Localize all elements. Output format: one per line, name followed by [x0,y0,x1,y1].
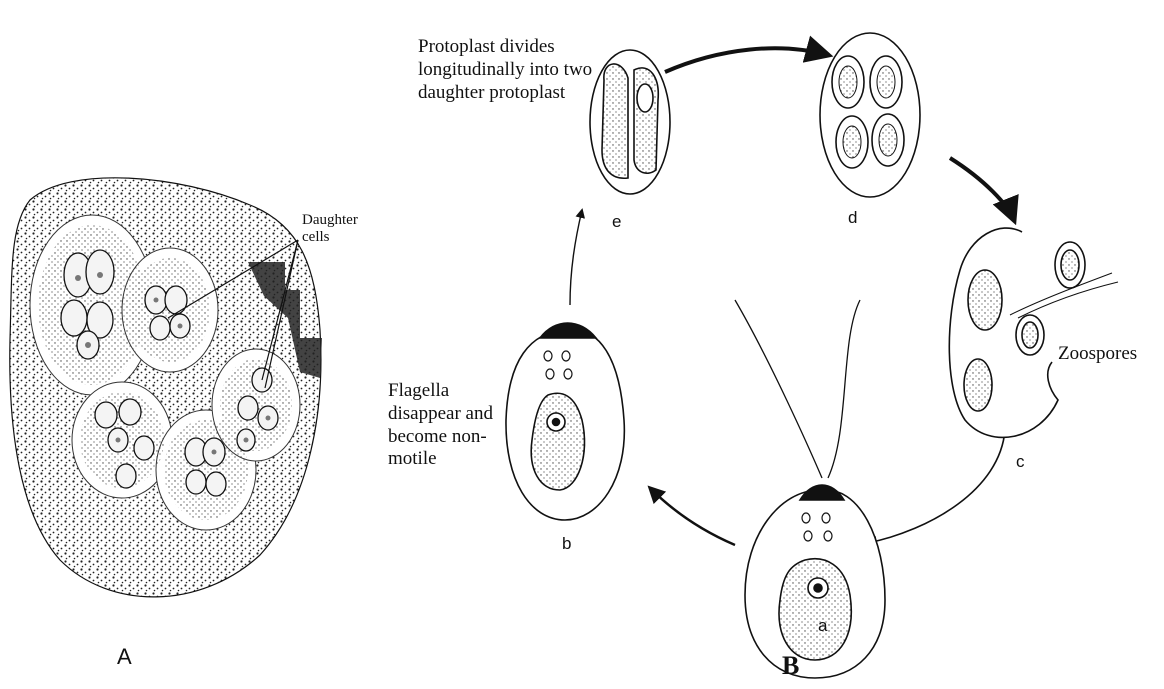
arrow-b-to-e [570,210,582,305]
daughter-cells-label: Daughter cells [302,212,368,247]
cell-stage-c [949,228,1118,437]
cell-stage-b [506,323,624,520]
cell-stage-d [820,33,920,197]
stage-e-label: e [612,212,621,232]
cell-stage-e [590,50,670,194]
arrow-d-to-c [950,158,1014,220]
stage-a-label: a [818,616,827,636]
panel-a-letter: A [117,644,132,670]
cell-stage-a [735,300,885,678]
arrow-c-to-a [868,430,1005,543]
colony-drawing [10,178,322,597]
stage-d-label: d [848,208,857,228]
stage-b-label: b [562,534,571,554]
annotation-zoospores: Zoospores [1058,343,1137,366]
annotation-flagella-disappear: Flagella disappear and become non-motile [388,380,520,471]
panel-b-letter: B [782,650,799,681]
arrow-e-to-d [665,48,828,72]
stage-c-label: c [1016,452,1025,472]
annotation-protoplast-divides: Protoplast divides longitudinally into t… [418,36,600,104]
arrow-a-to-b [650,488,735,545]
